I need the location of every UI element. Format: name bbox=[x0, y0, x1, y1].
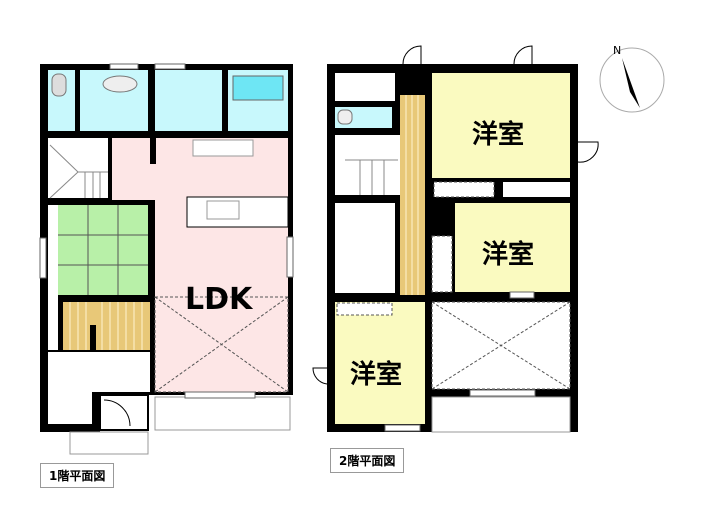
floor-2-caption: 2階平面図 bbox=[330, 448, 405, 473]
floor-1-caption: 1階平面図 bbox=[40, 463, 115, 488]
closet bbox=[433, 181, 495, 198]
toilet-icon bbox=[337, 109, 353, 125]
window bbox=[184, 391, 256, 399]
room-label: 洋室 bbox=[350, 360, 403, 390]
window bbox=[286, 236, 294, 278]
kitchen-sink-icon bbox=[206, 200, 240, 220]
toilet-icon bbox=[51, 73, 67, 97]
window bbox=[509, 291, 535, 299]
room-label: 洋室 bbox=[482, 240, 535, 270]
window bbox=[469, 389, 536, 397]
balcony bbox=[431, 396, 571, 433]
window bbox=[154, 63, 186, 70]
ldk bbox=[155, 138, 288, 392]
western-room-3 bbox=[335, 302, 425, 424]
door-icon bbox=[312, 367, 328, 385]
tatami-room bbox=[58, 205, 148, 295]
door-icon bbox=[577, 141, 599, 163]
hallway bbox=[63, 302, 150, 350]
stairs bbox=[335, 135, 400, 195]
floorboard-lines bbox=[405, 95, 419, 295]
closet bbox=[336, 302, 393, 316]
compass-icon bbox=[599, 47, 665, 113]
tatami-grid bbox=[58, 205, 148, 295]
stairs-icon bbox=[49, 144, 108, 199]
closet bbox=[431, 235, 453, 293]
stairs bbox=[48, 138, 108, 198]
door-icon bbox=[402, 45, 422, 65]
dressing-room bbox=[155, 70, 222, 131]
door-icon bbox=[103, 399, 131, 427]
void-cross bbox=[154, 296, 289, 393]
stairs-icon bbox=[345, 159, 398, 195]
entrance bbox=[48, 352, 150, 392]
window bbox=[109, 63, 139, 70]
void-cross bbox=[431, 301, 571, 390]
kitchen-counter bbox=[192, 139, 254, 157]
door-icon bbox=[513, 45, 533, 65]
sink-icon bbox=[102, 75, 138, 93]
floor-2-plan bbox=[312, 45, 599, 433]
compass-north-label: N bbox=[613, 44, 622, 57]
floor-1-plan bbox=[39, 63, 294, 455]
window bbox=[384, 424, 421, 432]
ldk-label: LDK bbox=[185, 282, 253, 317]
bathtub-icon bbox=[232, 75, 284, 101]
room-label: 洋室 bbox=[472, 120, 525, 150]
balcony bbox=[154, 396, 291, 431]
window bbox=[39, 237, 47, 279]
western-room-1 bbox=[432, 73, 570, 178]
western-room-2 bbox=[455, 203, 570, 292]
floorboard-lines bbox=[69, 302, 143, 350]
